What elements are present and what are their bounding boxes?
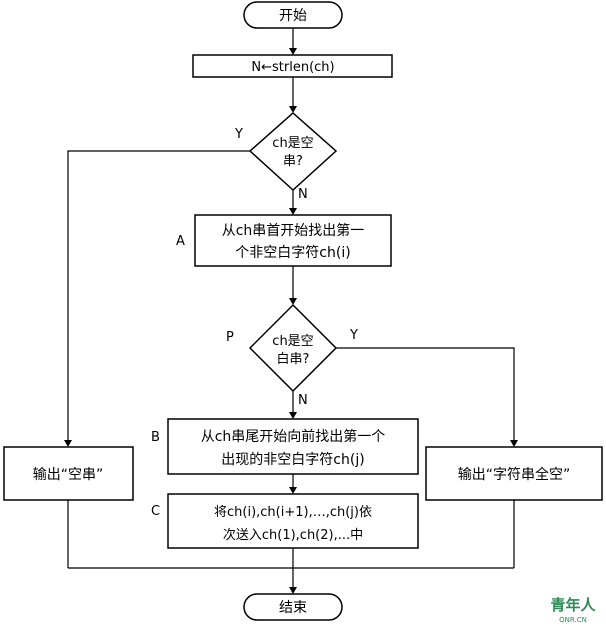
output-empty-node: 输出“空串” (3, 446, 134, 501)
cond2-line-1: ch是空 (272, 334, 313, 349)
outBlank-label: 输出“字符串全空” (458, 466, 571, 483)
arrow-head (289, 298, 297, 305)
stepB-line-2: 出现的非空白字符ch(j) (221, 452, 364, 468)
arrow-head (289, 208, 297, 215)
arrow-head (64, 440, 72, 447)
arrow-head (289, 412, 297, 419)
arrow-head (289, 587, 297, 594)
stepB-line-1: 从ch串尾开始向前找出第一个 (201, 428, 386, 445)
cond1-yes-label: Y (234, 127, 243, 142)
cond1-line-1: ch是空 (272, 136, 313, 151)
connectors (64, 28, 518, 594)
cond2-no-label: N (298, 393, 308, 408)
watermark-sub: QNR.CN (559, 616, 587, 624)
outEmpty-label: 输出“空串” (33, 467, 104, 483)
step-a-node: 从ch串首开始找出第一 个非空白字符ch(i) (194, 214, 392, 267)
end-label: 结束 (279, 600, 307, 616)
step-c-node: 将ch(i),ch(i+1),…,ch(j)依 次送入ch(1),ch(2),.… (167, 493, 419, 549)
stepA-line-2: 个非空白字符ch(i) (235, 245, 350, 261)
cond1-no-label: N (298, 187, 308, 202)
arrow-head (289, 487, 297, 494)
decision-empty: ch是空 串? (248, 111, 338, 192)
step-a-label: A (176, 234, 185, 249)
start-label: 开始 (279, 8, 307, 24)
stepC-line-1: 将ch(i),ch(i+1),…,ch(j)依 (214, 505, 372, 520)
edge-cond2-outBlank (336, 347, 515, 442)
watermark-text: 青年人 (550, 596, 596, 614)
arrow-head (510, 440, 518, 447)
stepA-line-1: 从ch串首开始找出第一 (222, 222, 365, 239)
end-node: 结束 (243, 593, 343, 621)
cond1-line-2: 串? (283, 154, 303, 169)
step-c-label: C (151, 504, 160, 519)
init-label: N←strlen(ch) (251, 60, 334, 75)
cond2-line-2: 白串? (277, 351, 310, 367)
step-b-node: 从ch串尾开始向前找出第一个 出现的非空白字符ch(j) (167, 418, 419, 475)
cond2-yes-label: Y (349, 328, 358, 343)
arrow-head (289, 48, 297, 55)
init-node: N←strlen(ch) (192, 54, 393, 78)
output-blank-node: 输出“字符串全空” (425, 446, 603, 501)
cond-p-label: P (226, 330, 234, 345)
arrow-head (289, 106, 297, 113)
start-node: 开始 (243, 1, 343, 29)
edge-cond1-outEmpty (67, 150, 250, 442)
stepC-line-2: 次送入ch(1),ch(2),...中 (223, 527, 363, 543)
watermark-logo: 青年人 QNR.CN (550, 596, 596, 624)
step-b-label: B (151, 430, 160, 445)
decision-blank: ch是空 白串? (248, 303, 338, 393)
